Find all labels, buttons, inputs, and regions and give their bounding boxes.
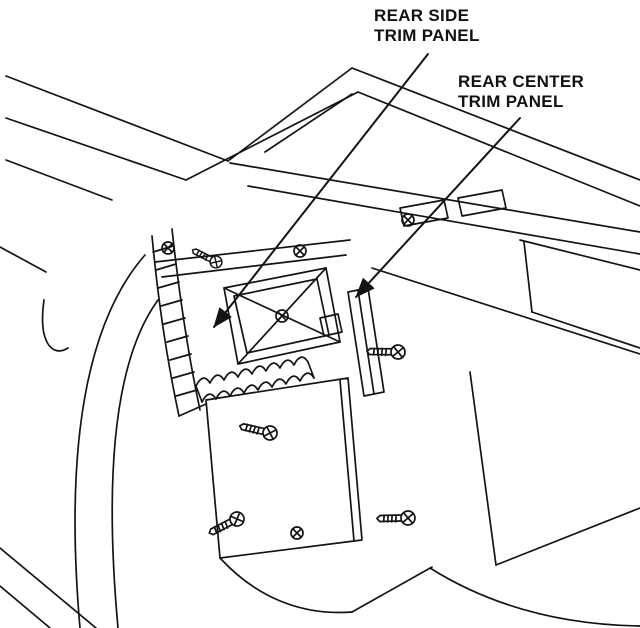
corrugated-band	[195, 356, 315, 403]
leader-line-rear-side	[213, 53, 429, 328]
speaker-access-panel	[223, 267, 343, 365]
leader-lines	[213, 53, 521, 328]
label-rear-side-trim-panel: REAR SIDE TRIM PANEL	[374, 6, 480, 46]
quarter-panel-curves	[0, 246, 159, 628]
screw-icon	[365, 340, 407, 361]
fasteners	[161, 213, 417, 540]
label-rear-center-trim-panel: REAR CENTER TRIM PANEL	[458, 72, 585, 112]
roof-and-pillar-lines	[5, 67, 640, 207]
screw-icon	[375, 508, 417, 527]
clip-icon	[401, 213, 415, 227]
screw-icon	[204, 509, 247, 538]
screw-icon	[237, 415, 280, 443]
pillar-trim-hatched-strip	[151, 228, 207, 417]
seatback-lines	[429, 371, 640, 627]
clip-icon	[293, 244, 307, 258]
leader-line-rear-center	[355, 117, 521, 298]
upper-mounting-edge	[154, 239, 351, 278]
rear-side-trim-panel-outline	[205, 377, 433, 614]
rear-center-trim-strip	[347, 287, 385, 397]
parcel-shelf-lines	[229, 162, 640, 355]
clip-icon	[290, 526, 304, 540]
